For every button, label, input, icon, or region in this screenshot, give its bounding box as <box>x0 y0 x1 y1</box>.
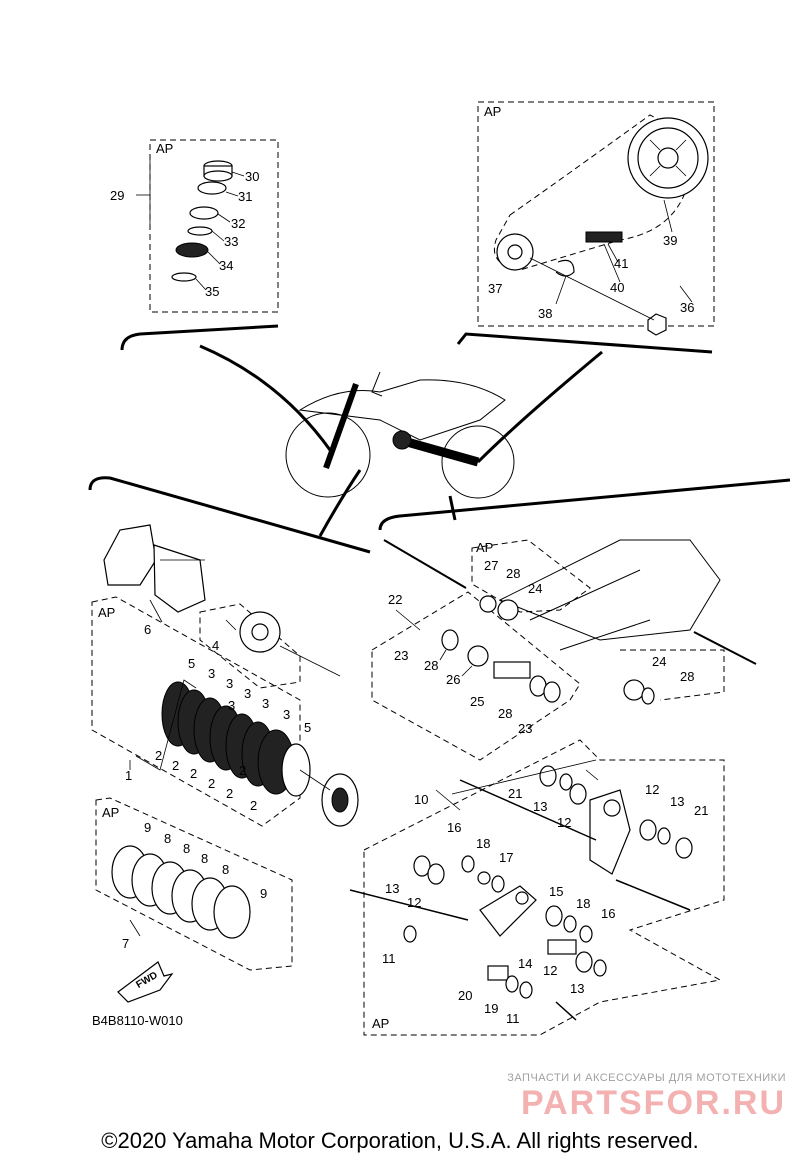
label-15: 15 <box>549 884 563 899</box>
watermark-caption: ЗАПЧАСТИ И АКСЕССУАРЫ ДЛЯ МОТОТЕХНИКИ <box>507 1072 786 1084</box>
label-34: 34 <box>219 258 233 273</box>
label-3: 3 <box>226 676 233 691</box>
label-16: 16 <box>601 906 615 921</box>
label-20: 20 <box>458 988 472 1003</box>
label-28: 28 <box>506 566 520 581</box>
label-32: 32 <box>231 216 245 231</box>
label-35: 35 <box>205 284 219 299</box>
box-tag: AP <box>484 104 501 119</box>
label-4: 4 <box>212 638 219 653</box>
label-18: 18 <box>576 896 590 911</box>
label-41: 41 <box>614 256 628 271</box>
label-11: 11 <box>506 1011 520 1026</box>
label-5: 5 <box>304 720 311 735</box>
label-31: 31 <box>238 189 252 204</box>
label-33: 33 <box>224 234 238 249</box>
label-7: 7 <box>122 936 129 951</box>
label-8: 8 <box>164 831 171 846</box>
label-11: 11 <box>382 951 396 966</box>
label-2: 2 <box>250 798 257 813</box>
label-23: 23 <box>394 648 408 663</box>
label-24: 24 <box>528 581 542 596</box>
box-tag: AP <box>372 1016 389 1031</box>
drive-chain-group: AP <box>477 101 715 336</box>
label-30: 30 <box>245 169 259 184</box>
label-12: 12 <box>407 895 421 910</box>
copyright-notice: ©2020 Yamaha Motor Corporation, U.S.A. A… <box>101 1128 699 1153</box>
label-22: 22 <box>388 592 402 607</box>
label-18: 18 <box>476 836 490 851</box>
clutch-group: AP AP <box>91 524 359 1003</box>
box-tag: AP <box>476 540 493 555</box>
watermark-logo: PARTSFOR.RU <box>520 1084 786 1122</box>
label-12: 12 <box>543 963 557 978</box>
label-29: 29 <box>110 188 124 203</box>
label-3: 3 <box>228 698 235 713</box>
label-12: 12 <box>645 782 659 797</box>
label-39: 39 <box>663 233 677 248</box>
box-tag: AP <box>98 605 115 620</box>
label-3: 3 <box>208 666 215 681</box>
label-9: 9 <box>260 886 267 901</box>
label-19: 19 <box>484 1001 498 1016</box>
label-8: 8 <box>183 841 190 856</box>
label-2: 2 <box>226 786 233 801</box>
label-23: 23 <box>518 721 532 736</box>
label-10: 10 <box>414 792 428 807</box>
label-1: 1 <box>125 768 132 783</box>
label-13: 13 <box>385 881 399 896</box>
label-36: 36 <box>680 300 694 315</box>
label-3: 3 <box>262 696 269 711</box>
steering-bearing-group: AP <box>136 139 279 313</box>
label-13: 13 <box>533 799 547 814</box>
motorcycle-silhouette <box>285 371 515 499</box>
label-9: 9 <box>144 820 151 835</box>
label-37: 37 <box>488 281 502 296</box>
label-6: 6 <box>144 622 151 637</box>
label-13: 13 <box>670 794 684 809</box>
label-2: 2 <box>172 758 179 773</box>
label-2: 2 <box>190 766 197 781</box>
label-8: 8 <box>201 851 208 866</box>
label-3: 3 <box>283 707 290 722</box>
box-tag: AP <box>102 805 119 820</box>
label-28: 28 <box>498 706 512 721</box>
label-16: 16 <box>447 820 461 835</box>
swingarm-group: AP AP <box>349 539 757 1036</box>
label-3: 3 <box>244 686 251 701</box>
label-28: 28 <box>680 669 694 684</box>
label-28: 28 <box>424 658 438 673</box>
label-38: 38 <box>538 306 552 321</box>
box-tag: AP <box>156 141 173 156</box>
label-13: 13 <box>570 981 584 996</box>
label-21: 21 <box>508 786 522 801</box>
label-5: 5 <box>188 656 195 671</box>
label-12: 12 <box>557 815 571 830</box>
label-17: 17 <box>499 850 513 865</box>
label-8: 8 <box>222 862 229 877</box>
label-24: 24 <box>652 654 666 669</box>
label-27: 27 <box>484 558 498 573</box>
label-2: 2 <box>208 776 215 791</box>
label-14: 14 <box>518 956 532 971</box>
label-25: 25 <box>470 694 484 709</box>
label-40: 40 <box>610 280 624 295</box>
diagram-code: B4B8110-W010 <box>92 1013 183 1028</box>
label-26: 26 <box>446 672 460 687</box>
label-21: 21 <box>694 803 708 818</box>
label-2: 2 <box>155 748 162 763</box>
label-2: 2 <box>239 763 246 778</box>
